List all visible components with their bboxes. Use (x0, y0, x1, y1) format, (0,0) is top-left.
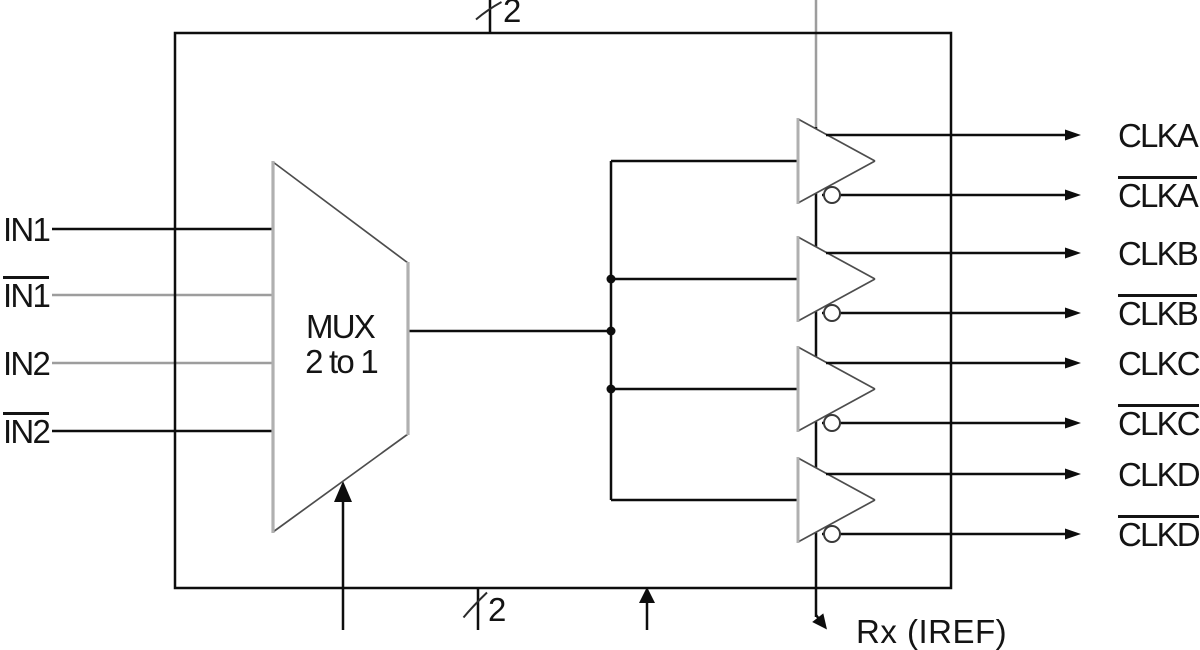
buffer-b-edge-bottom (797, 278, 876, 322)
output-label-2: CLKB (1118, 235, 1199, 273)
buffer-d-body (798, 458, 875, 542)
output-label-1: CLKA (1118, 175, 1199, 215)
buffer-a-body (798, 119, 875, 203)
input-label-1: IN1 (3, 275, 51, 315)
out-b-neg-arrowhead (1065, 307, 1081, 319)
buffer-d-edge-bottom (797, 499, 876, 543)
junction-dot (606, 274, 616, 284)
buffer-c-invert-bubble (823, 414, 841, 432)
block-diagram: MUX 2 to 1 2 2 Rx (IREF) IN1 IN1 IN2 IN2… (3, 0, 1200, 648)
input-label-3: IN2 (3, 411, 51, 451)
iref-arrowhead (812, 613, 827, 630)
junction-dot (606, 384, 616, 394)
bottom-arrowhead (639, 587, 655, 603)
mux-edge-top (272, 161, 409, 264)
output-label-6: CLKD (1118, 456, 1200, 494)
mux-edge-bottom (272, 433, 409, 533)
chip-outline (173, 31, 953, 590)
input-label-0: IN1 (3, 211, 51, 249)
mux-label-line1: MUX (306, 307, 376, 345)
buffer-c-edge-bottom (797, 388, 876, 432)
out-d-neg-arrowhead (1065, 528, 1081, 540)
out-b-pos-arrowhead (1065, 247, 1081, 259)
bus-slash-top (475, 1, 502, 21)
output-label-5: CLKC (1118, 403, 1200, 443)
out-a-pos-arrowhead (1065, 129, 1081, 141)
buffer-a-edge-bottom (797, 160, 876, 204)
buffer-b-edge-top (797, 236, 876, 280)
buffer-d-invert-bubble (823, 525, 841, 543)
out-a-neg-arrowhead (1065, 189, 1081, 201)
input-label-2: IN2 (3, 345, 51, 383)
out-c-neg-arrowhead (1065, 417, 1081, 429)
buffer-a-invert-bubble (823, 186, 841, 204)
buffer-b-invert-bubble (823, 304, 841, 322)
output-label-0: CLKA (1118, 117, 1199, 155)
output-label-3: CLKB (1118, 293, 1199, 333)
junction-dot (606, 326, 616, 336)
buffer-c-edge-top (797, 346, 876, 390)
mux-body (273, 162, 408, 532)
out-c-pos-arrowhead (1065, 357, 1081, 369)
out-d-pos-arrowhead (1065, 468, 1081, 480)
buffer-d-edge-top (797, 457, 876, 501)
bus-slash-bottom (462, 591, 488, 619)
bus-bottom-width-label: 2 (488, 590, 506, 628)
output-label-4: CLKC (1118, 345, 1200, 383)
output-label-7: CLKD (1118, 514, 1200, 554)
mux-select-arrowhead (334, 481, 352, 502)
buffer-b-body (798, 237, 875, 321)
buffer-c-body (798, 347, 875, 431)
bus-top-width-label: 2 (503, 0, 521, 29)
diagram-canvas (52, 0, 1081, 630)
buffer-a-edge-top (797, 118, 876, 162)
iref-label: Rx (IREF) (856, 613, 1008, 650)
mux-label-line2: 2 to 1 (305, 342, 379, 380)
